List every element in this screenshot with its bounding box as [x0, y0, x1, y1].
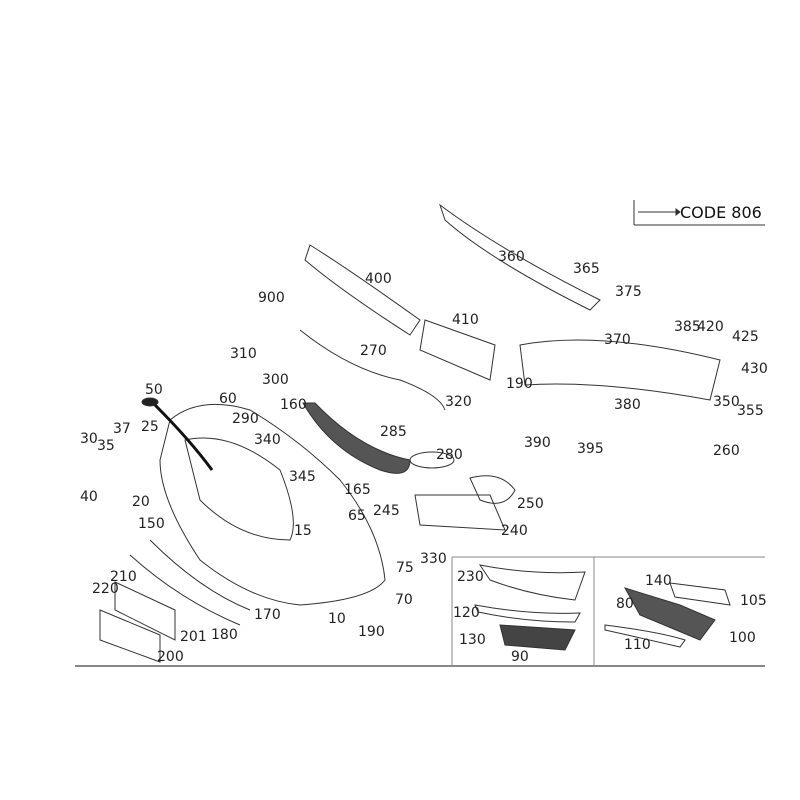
cable-280: [409, 451, 455, 469]
callout-140: 140: [645, 573, 672, 589]
callout-330: 330: [420, 551, 447, 567]
housing-240: [414, 494, 506, 531]
callout-420: 420: [697, 319, 724, 335]
strap-50: [153, 403, 214, 471]
callout-260: 260: [713, 443, 740, 459]
grille-mesh-shape: [302, 402, 411, 474]
callout-130: 130: [459, 632, 486, 648]
callout-180: 180: [211, 627, 238, 643]
callout-320: 320: [445, 394, 472, 410]
part-400: [304, 244, 421, 336]
callout-35: 35: [97, 438, 115, 454]
callout-70: 70: [395, 592, 413, 608]
callout-380: 380: [614, 397, 641, 413]
callout-120: 120: [453, 605, 480, 621]
grille-frame-230: [478, 564, 586, 601]
callout-280: 280: [436, 447, 463, 463]
callout-65: 65: [348, 508, 366, 524]
light-140: [669, 582, 731, 606]
callout-370: 370: [604, 332, 631, 348]
callout-170: 170: [254, 607, 281, 623]
ring-250: [469, 475, 516, 504]
callout-30: 30: [80, 431, 98, 447]
callout-385: 385: [674, 319, 701, 335]
callout-160: 160: [280, 397, 307, 413]
callout-345: 345: [289, 469, 316, 485]
callout-375: 375: [615, 284, 642, 300]
callout-230: 230: [457, 569, 484, 585]
bumper-cover-shape: [159, 403, 386, 606]
callout-15: 15: [294, 523, 312, 539]
callout-300: 300: [262, 372, 289, 388]
callout-60: 60: [219, 391, 237, 407]
trim-120: [474, 604, 581, 623]
callout-165: 165: [344, 482, 371, 498]
callout-340: 340: [254, 432, 281, 448]
callout-355: 355: [737, 403, 764, 419]
callout-40: 40: [80, 489, 98, 505]
callout-410: 410: [452, 312, 479, 328]
part-410: [419, 319, 496, 381]
callout-75: 75: [396, 560, 414, 576]
strip-170: [149, 539, 251, 611]
callout-390: 390: [524, 435, 551, 451]
callout-250: 250: [517, 496, 544, 512]
callout-37: 37: [113, 421, 131, 437]
callout-240: 240: [501, 523, 528, 539]
callout-90: 90: [511, 649, 529, 665]
callout-220: 220: [92, 581, 119, 597]
callout-190-upper: 190: [506, 376, 533, 392]
callout-20: 20: [132, 494, 150, 510]
cap-50: [141, 397, 159, 407]
callout-10: 10: [328, 611, 346, 627]
trim-110: [604, 624, 686, 648]
callout-400: 400: [365, 271, 392, 287]
callout-190-lower: 190: [358, 624, 385, 640]
callout-200: 200: [157, 649, 184, 665]
callout-80: 80: [616, 596, 634, 612]
callout-350: 350: [713, 394, 740, 410]
deflector-360: [439, 203, 601, 311]
plate-201: [114, 581, 176, 641]
plate-200: [99, 609, 161, 663]
callout-395: 395: [577, 441, 604, 457]
callout-425: 425: [732, 329, 759, 345]
callout-210: 210: [110, 569, 137, 585]
callout-25: 25: [141, 419, 159, 435]
callout-270: 270: [360, 343, 387, 359]
callout-50: 50: [145, 382, 163, 398]
callout-285: 285: [380, 424, 407, 440]
mesh-90: [499, 624, 576, 651]
callout-310: 310: [230, 346, 257, 362]
crossmember-380: [519, 339, 721, 401]
code-806-label: CODE 806: [680, 203, 762, 222]
wiring-harness-320: [299, 329, 446, 411]
callout-105: 105: [740, 593, 767, 609]
mesh-80: [623, 587, 716, 641]
arrow-icon: [675, 208, 681, 216]
callout-430: 430: [741, 361, 768, 377]
callout-150: 150: [138, 516, 165, 532]
callout-365: 365: [573, 261, 600, 277]
strip-180: [129, 554, 241, 626]
callout-360: 360: [498, 249, 525, 265]
callout-110: 110: [624, 637, 651, 653]
callout-201: 201: [180, 629, 207, 645]
callout-245: 245: [373, 503, 400, 519]
callout-290: 290: [232, 411, 259, 427]
callout-900: 900: [258, 290, 285, 306]
callout-100: 100: [729, 630, 756, 646]
bumper-grille-opening: [184, 437, 294, 541]
